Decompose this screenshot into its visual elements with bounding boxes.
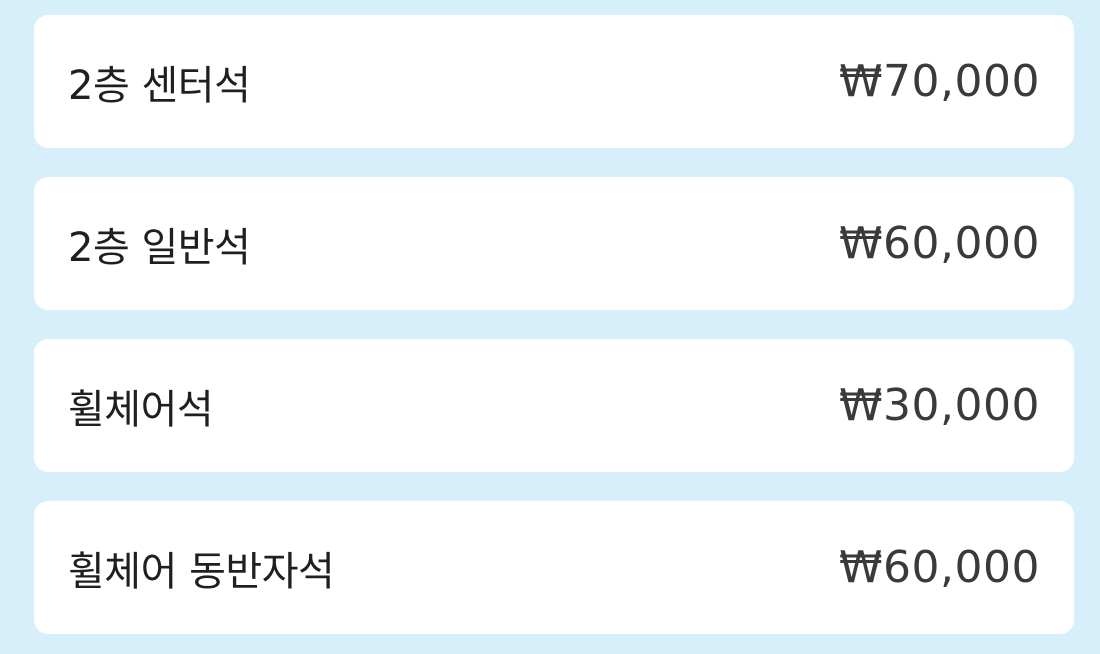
seat-name: 휠체어석 — [68, 386, 214, 433]
seat-option-card[interactable]: 휠체어석 ₩30,000 — [34, 339, 1074, 472]
seat-name: 2층 센터석 — [68, 62, 251, 109]
seat-name: 휠체어 동반자석 — [68, 548, 335, 595]
seat-price: ₩70,000 — [839, 56, 1040, 107]
seat-option-card[interactable]: 2층 일반석 ₩60,000 — [34, 177, 1074, 310]
seat-price: ₩30,000 — [839, 380, 1040, 431]
seat-price: ₩60,000 — [839, 218, 1040, 269]
seat-option-card[interactable]: 휠체어 동반자석 ₩60,000 — [34, 501, 1074, 634]
seat-price: ₩60,000 — [839, 542, 1040, 593]
seat-option-card[interactable]: 2층 센터석 ₩70,000 — [34, 15, 1074, 148]
seat-name: 2층 일반석 — [68, 224, 251, 271]
